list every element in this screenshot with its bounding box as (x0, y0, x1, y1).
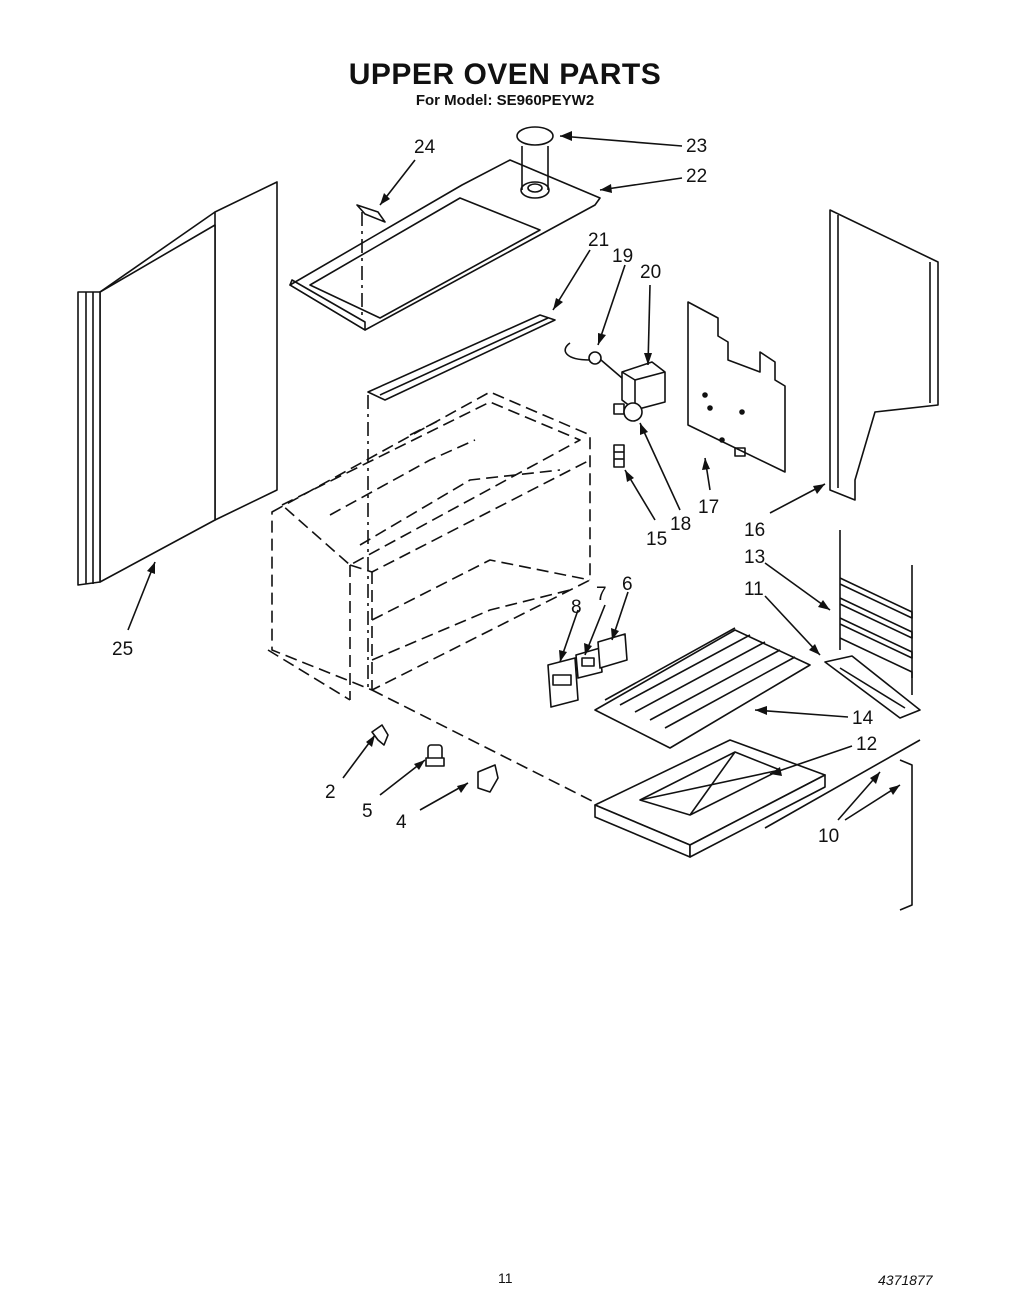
part-22-top-panel (289, 146, 601, 331)
callout-12: 12 (856, 734, 877, 755)
model-subtitle: For Model: SE960PEYW2 (415, 92, 595, 109)
callout-7: 7 (596, 584, 607, 605)
part-13-rack-supports (839, 530, 913, 695)
callout-13: 13 (744, 547, 765, 568)
part-10-rails (764, 739, 921, 911)
callout-5: 5 (362, 801, 373, 822)
part-21-vent-trim (367, 314, 556, 690)
callout-24: 24 (414, 137, 436, 158)
part-7-bezel (575, 647, 603, 679)
page-number: 11 (498, 1270, 513, 1286)
callout-leaders (127, 135, 901, 821)
callout-19: 19 (612, 246, 633, 267)
callout-25: 25 (112, 639, 133, 660)
page-title: UPPER OVEN PARTS (348, 58, 662, 91)
callout-17: 17 (698, 497, 719, 518)
callout-22: 22 (686, 166, 707, 187)
callout-2: 2 (325, 782, 336, 803)
part-14-oven-rack (594, 627, 811, 749)
part-11-support (824, 655, 921, 719)
callout-8: 8 (571, 597, 582, 618)
part-20-switch-block (621, 361, 666, 411)
oven-cavity-outline (267, 391, 601, 806)
part-2-clip (371, 724, 389, 746)
callout-15: 15 (646, 529, 667, 550)
callout-20: 20 (640, 262, 661, 283)
part-4-bracket (477, 764, 499, 793)
callout-6: 6 (622, 574, 633, 595)
callout-11: 11 (744, 579, 764, 600)
part-23-cap (516, 126, 554, 146)
part-16-side-wrapper (829, 209, 939, 501)
part-17-panel (687, 301, 786, 473)
part-12-broiler-pan (594, 739, 826, 858)
callout-21: 21 (588, 230, 609, 251)
part-18-bulb (613, 402, 643, 422)
part-6-insulation (597, 633, 628, 669)
callout-23: 23 (686, 136, 707, 157)
callout-14: 14 (852, 708, 874, 729)
callout-10: 10 (818, 826, 839, 847)
part-15-clip (613, 444, 625, 468)
callout-18: 18 (670, 514, 691, 535)
part-8-hinge-receptacle (547, 657, 579, 708)
part-24-bracket (356, 204, 386, 320)
part-25-side-panel (77, 181, 278, 586)
callout-labels: 24 23 22 21 19 20 16 13 11 17 15 18 25 8… (112, 136, 877, 847)
callout-16: 16 (744, 520, 765, 541)
part-19-socket (564, 342, 623, 379)
document-number: 4371877 (878, 1272, 933, 1288)
callout-arrowheads (147, 131, 900, 795)
part-5-switch (425, 744, 445, 767)
callout-4: 4 (396, 812, 407, 833)
